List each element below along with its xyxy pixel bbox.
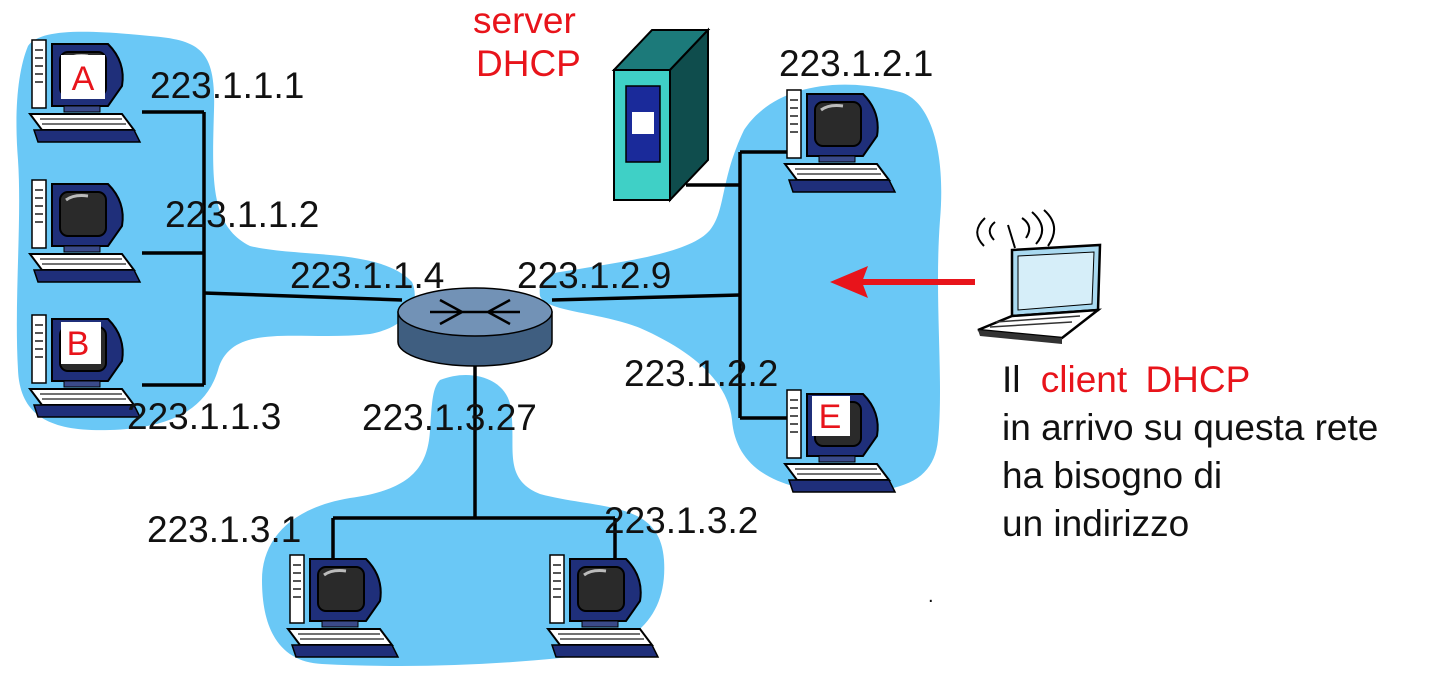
ip-label: 223.1.1.2 (165, 194, 319, 235)
ip-label: 223.1.3.2 (604, 500, 758, 541)
client-description-line1: Il client DHCP (1002, 359, 1250, 400)
server-tower-icon (611, 27, 711, 203)
host-a-tag-box (61, 55, 105, 99)
client-description-line3: ha bisogno di (1002, 455, 1222, 496)
router-interface-label: 223.1.2.9 (517, 255, 671, 296)
host-a-tag: A (72, 60, 95, 98)
ip-label: 223.1.3.1 (147, 509, 301, 550)
ip-label: 223.1.2.1 (779, 43, 933, 84)
router-interface-label: 223.1.3.27 (362, 397, 537, 438)
router-icon (397, 287, 553, 367)
client-description-line2: in arrivo su questa rete (1002, 407, 1378, 448)
host-b-tag: B (67, 325, 90, 363)
network-links (142, 110, 790, 570)
client-text-client: client (1041, 359, 1128, 400)
router-interface-label: 223.1.1.4 (290, 255, 444, 296)
laptop-wireless-icon (976, 209, 1103, 344)
ip-label: 223.1.2.2 (624, 353, 778, 394)
ip-label: 223.1.1.1 (150, 65, 304, 106)
client-text-dhcp: DHCP (1145, 359, 1250, 400)
host-b-tag-box (61, 322, 101, 364)
host-e-tag-box (812, 396, 850, 436)
client-description-line4: un indirizzo (1002, 503, 1189, 544)
server-label-line2: DHCP (476, 43, 581, 84)
client-text-il: Il (1002, 359, 1021, 400)
ip-label: 223.1.1.3 (127, 396, 281, 437)
stray-mark: . (928, 585, 934, 607)
server-label-line1: server (473, 0, 576, 41)
arrival-arrow (830, 266, 975, 298)
host-e-tag: E (819, 398, 842, 436)
